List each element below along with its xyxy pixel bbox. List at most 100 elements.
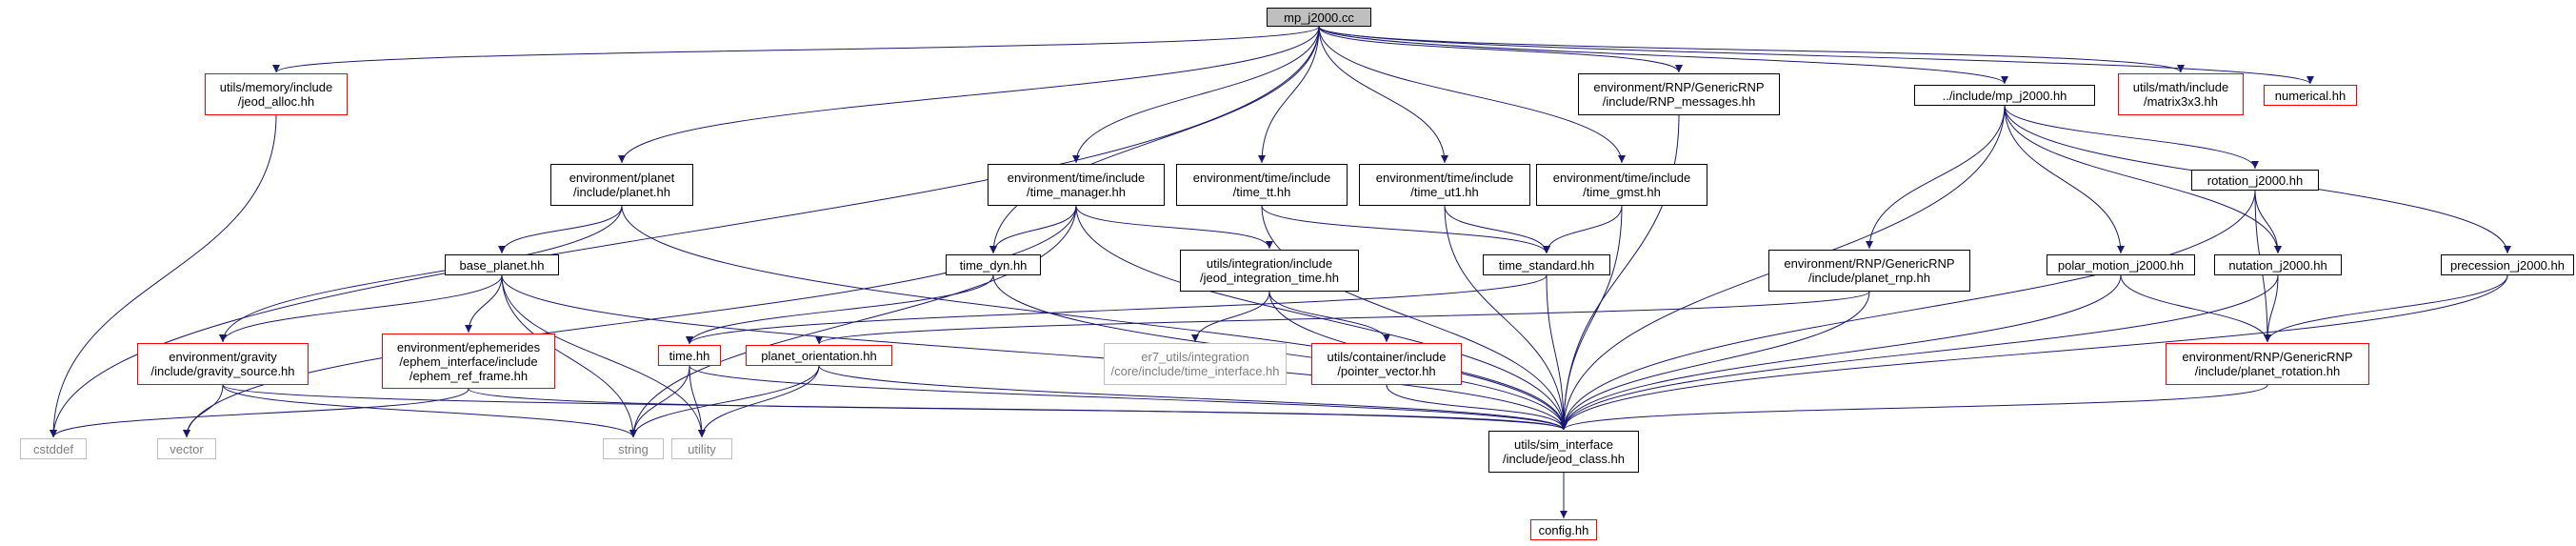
edge-base-planet-to-ephem-ref-frame [465,274,503,334]
edge-gravity-source-to-string [222,384,637,438]
node-label-line: /jeod_integration_time.hh [1200,271,1339,285]
edge-root-to-planet [618,26,1320,164]
node-label-line: /core/include/time_interface.hh [1110,364,1280,378]
node-label-line: time_dyn.hh [959,257,1028,273]
edge-precession-to-jeod-class [1560,274,2508,431]
edge-inc-mp-j2000-to-planet-rnp [1866,105,2006,250]
edge-base-planet-to-gravity-source [219,274,503,343]
node-label-line: environment/gravity [169,350,277,364]
node-label-line: environment/RNP/GenericRNP [1593,80,1765,94]
node-numerical[interactable]: numerical.hh [2264,85,2357,106]
edge-time-manager-to-vector [183,205,1077,438]
node-label-line: environment/time/include [1192,171,1331,185]
node-label-line: /jeod_alloc.hh [237,94,315,109]
edge-time-gmst-to-time-standard [1543,205,1623,254]
edge-base-planet-to-string [501,274,637,438]
edge-time-manager-to-time-dyn [989,205,1077,254]
node-time-ut1[interactable]: environment/time/include/time_ut1.hh [1359,164,1530,206]
node-time-gmst[interactable]: environment/time/include/time_gmst.hh [1536,164,1707,206]
node-time-dyn[interactable]: time_dyn.hh [946,254,1041,275]
edge-root-to-inc-mp-j2000 [1318,26,2008,85]
edge-planet-to-base-planet [498,205,623,254]
edge-time-gmst-to-jeod-class [1560,205,1623,431]
node-vector: vector [157,438,216,459]
node-label-line: /include/planet_rnp.hh [1808,271,1930,285]
node-label-line: precession_j2000.hh [2450,257,2565,273]
node-rotation-j2000[interactable]: rotation_j2000.hh [2191,170,2319,191]
node-label-line: nutation_j2000.hh [2228,257,2327,273]
node-label-line: ../include/mp_j2000.hh [1942,88,2067,103]
node-label-line: vector [170,441,204,456]
edge-root-to-time-ut1 [1318,26,1448,164]
node-nutation[interactable]: nutation_j2000.hh [2214,254,2342,275]
node-label-line: utils/container/include [1327,350,1447,364]
node-label-line: environment/RNP/GenericRNP [2182,350,2353,364]
edge-jeod-integration-time-to-time-interface [1191,291,1270,343]
edge-planet-rnp-to-jeod-class [1560,291,1870,431]
node-matrix3x3[interactable]: utils/math/include/matrix3x3.hh [2118,73,2244,115]
node-planet-rotation[interactable]: environment/RNP/GenericRNP/include/plane… [2166,343,2369,385]
node-time-interface: er7_utils/integration/core/include/time_… [1104,343,1287,385]
edge-time-standard-to-jeod-class [1546,274,1568,431]
node-label-line: environment/ephemerides [396,339,541,354]
edge-ephem-ref-frame-to-cstddef [50,388,469,438]
node-label-line: time_standard.hh [1498,257,1595,273]
node-label-line: /matrix3x3.hh [2143,94,2219,109]
node-ephem-ref-frame[interactable]: environment/ephemerides/ephem_interface/… [382,334,555,389]
node-planet-rnp[interactable]: environment/RNP/GenericRNP/include/plane… [1768,250,1970,292]
edge-rotation-j2000-to-jeod-class [1560,190,2256,431]
node-base-planet[interactable]: base_planet.hh [445,254,559,275]
node-label-line: /include/jeod_class.hh [1503,452,1625,466]
edge-planet-rnp-to-planet-orientation [815,291,1870,345]
edge-root-to-time-gmst [1318,26,1626,164]
edge-jeod-alloc-to-cstddef [50,114,277,438]
node-label-line: utils/sim_interface [1513,437,1614,452]
node-label-line: /pointer_vector.hh [1337,364,1436,378]
node-root[interactable]: mp_j2000.cc [1267,8,1371,27]
edge-nutation-to-planet-rotation [2264,274,2279,343]
node-string: string [603,438,664,459]
node-label-line: time.hh [669,348,710,363]
edge-planet-rotation-to-jeod-class [1560,384,2268,431]
node-label-line: numerical.hh [2274,88,2346,103]
node-polar-motion[interactable]: polar_motion_j2000.hh [2047,254,2195,275]
node-jeod-class[interactable]: utils/sim_interface/include/jeod_class.h… [1488,431,1639,473]
node-label-line: er7_utils/integration [1141,350,1249,364]
node-time-standard[interactable]: time_standard.hh [1483,254,1610,275]
edge-time-hh-to-jeod-class [689,365,1568,431]
edge-nutation-to-jeod-class [1560,274,2279,431]
node-label-line: environment/planet [569,171,675,185]
node-planet[interactable]: environment/planet/include/planet.hh [550,164,693,206]
node-config[interactable]: config.hh [1530,519,1597,540]
node-label-line: utils/integration/include [1206,256,1333,271]
node-gravity-source[interactable]: environment/gravity/include/gravity_sour… [137,343,309,385]
node-time-manager[interactable]: environment/time/include/time_manager.hh [988,164,1165,206]
edge-planet-orientation-to-utility [698,365,820,438]
node-label-line: environment/time/include [1007,171,1146,185]
edge-time-hh-to-string [629,365,690,438]
node-label-line: /include/planet_rotation.hh [2194,364,2341,378]
node-label-line: /include/planet.hh [573,185,670,199]
node-pointer-vector[interactable]: utils/container/include/pointer_vector.h… [1311,343,1462,385]
node-jeod-alloc[interactable]: utils/memory/include/jeod_alloc.hh [205,73,348,115]
node-precession[interactable]: precession_j2000.hh [2441,254,2574,275]
edge-planet-orientation-to-string [629,365,820,438]
edge-inc-mp-j2000-to-rotation-j2000 [2004,105,2259,170]
edge-root-to-matrix3x3 [1318,26,2185,73]
node-label-line: utils/math/include [2132,80,2229,94]
node-inc-mp-j2000[interactable]: ../include/mp_j2000.hh [1914,85,2095,106]
node-label-line: /time_tt.hh [1232,185,1291,199]
edge-root-to-jeod-alloc [272,26,1320,73]
edge-root-to-numerical [1318,26,2314,85]
node-rnp-messages[interactable]: environment/RNP/GenericRNP/include/RNP_m… [1578,73,1780,115]
node-label-line: utils/memory/include [219,80,333,94]
edge-planet-to-jeod-class [621,205,1568,431]
node-time-tt[interactable]: environment/time/include/time_tt.hh [1176,164,1348,206]
edge-time-standard-to-time-hh [686,274,1548,345]
node-label-line: mp_j2000.cc [1284,10,1354,25]
node-jeod-integration-time[interactable]: utils/integration/include/jeod_integrati… [1180,250,1359,292]
node-time-hh[interactable]: time.hh [658,345,721,366]
node-label-line: environment/time/include [1375,171,1514,185]
edge-time-tt-to-time-standard [1261,205,1550,254]
node-planet-orientation[interactable]: planet_orientation.hh [746,345,892,366]
